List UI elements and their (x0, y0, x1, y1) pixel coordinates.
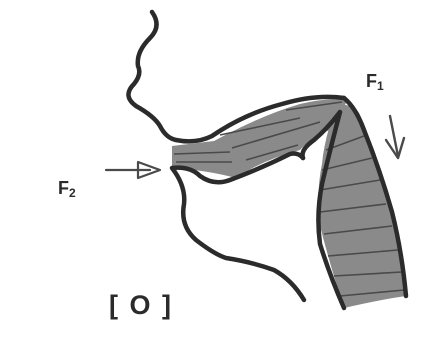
f2-label: F2 (58, 179, 76, 199)
lower-jaw-outline (172, 154, 304, 301)
vowel-symbol-label: [ O ] (109, 292, 173, 319)
f1-arrow (386, 116, 404, 158)
f2-arrow (106, 162, 160, 178)
f1-label: F1 (366, 72, 384, 92)
